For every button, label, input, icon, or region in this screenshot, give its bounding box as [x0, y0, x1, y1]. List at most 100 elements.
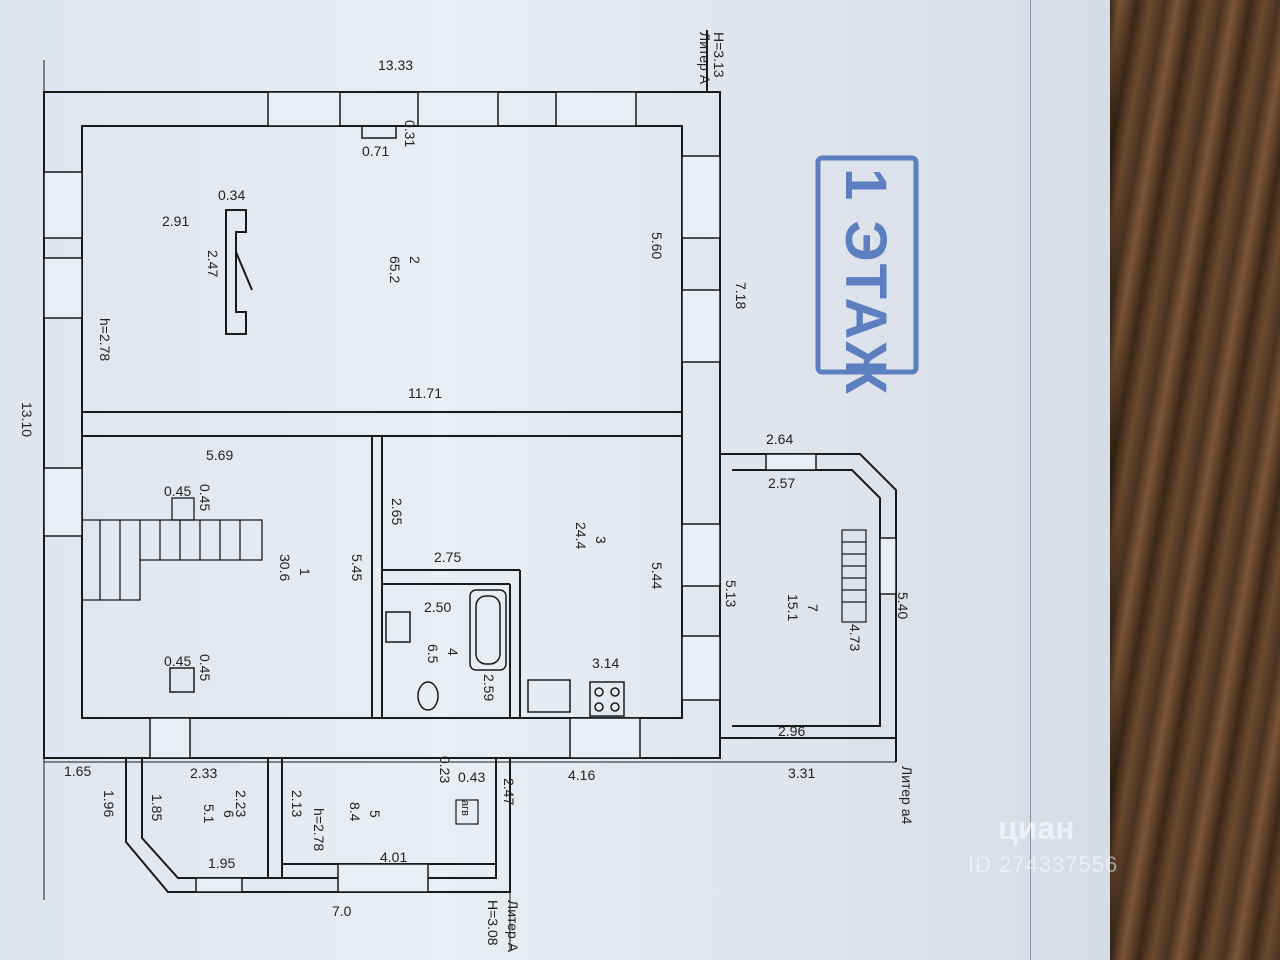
- dim-right-total: 7.18: [733, 282, 749, 309]
- svg-text:7: 7: [805, 604, 821, 612]
- room-label-2: 2 65.2: [387, 256, 423, 283]
- window: [681, 635, 721, 701]
- cian-watermark-brand: циан: [998, 810, 1075, 846]
- floor-stamp: 1 ЭТАЖ: [815, 155, 919, 396]
- window: [195, 877, 243, 893]
- stamp-text: 1 ЭТАЖ: [833, 168, 898, 396]
- svg-text:65.2: 65.2: [387, 256, 403, 283]
- dim-ext-stair: 4.73: [847, 624, 863, 651]
- window: [555, 91, 637, 127]
- dim-room4-b: 2.50: [424, 599, 451, 615]
- annex-inner-wall: [141, 758, 497, 879]
- dim-col-a1: 0.45: [164, 483, 191, 499]
- staircase: [82, 497, 263, 601]
- room-label-6: 6 5.1: [201, 804, 237, 824]
- dim-a5: 0.43: [458, 769, 485, 785]
- dim-niche-depth: 0.31: [402, 120, 418, 147]
- svg-text:8.4: 8.4: [347, 802, 363, 822]
- dim-room3-width: 2.65: [389, 498, 405, 525]
- dim-room1-width: 5.45: [349, 554, 365, 581]
- litera-a4-label: Литер а4: [899, 766, 915, 825]
- extension-outer-wall: [720, 453, 897, 739]
- window: [569, 717, 641, 759]
- dim-room2-width: 5.60: [649, 232, 665, 259]
- dim-a12: 4.01: [380, 849, 407, 865]
- window: [681, 523, 721, 587]
- fireplace: [225, 209, 253, 335]
- window: [681, 289, 721, 363]
- gas-boiler-label: агв: [459, 800, 471, 816]
- window: [43, 467, 83, 537]
- wall-niche: [361, 125, 397, 139]
- dim-ext-length: 5.13: [723, 580, 739, 607]
- dim-niche-width: 0.71: [362, 143, 389, 159]
- height-a-label: H=3.13: [711, 32, 727, 78]
- dim-room3-length: 5.44: [649, 562, 665, 589]
- room-label-4: 4 6.5: [425, 644, 461, 664]
- cian-watermark-id: ID 274337556: [968, 852, 1119, 877]
- window: [43, 257, 83, 319]
- wooden-table-background: [1080, 0, 1280, 960]
- washbasin: [385, 611, 411, 643]
- window: [43, 171, 83, 239]
- dim-a8: 2.23: [233, 790, 249, 817]
- dim-room4-a: 2.75: [434, 549, 461, 565]
- dim-col-b2: 0.45: [197, 654, 213, 681]
- dim-ext-top: 2.64: [766, 431, 793, 447]
- dim-fireplace-length: 2.47: [205, 250, 221, 277]
- bathtub: [469, 589, 507, 671]
- floor-plan-drawing: 1 ЭТАЖ Литер А H=3.13 Литер а4 Литер А H…: [19, 30, 919, 953]
- dim-room2-length: 11.71: [408, 385, 442, 401]
- window: [337, 863, 429, 893]
- svg-text:24.4: 24.4: [573, 522, 589, 549]
- dim-a4: 0.23: [437, 756, 453, 783]
- dim-a3: 4.16: [568, 767, 595, 783]
- svg-text:6: 6: [221, 810, 237, 818]
- dim-col-b1: 0.45: [164, 653, 191, 669]
- dim-a2: 2.33: [190, 765, 217, 781]
- window: [417, 91, 499, 127]
- dim-h5: h=2.78: [311, 808, 327, 851]
- dim-a7: 1.85: [149, 794, 165, 821]
- svg-text:30.6: 30.6: [277, 554, 293, 581]
- window: [149, 717, 191, 759]
- dim-col-a2: 0.45: [197, 484, 213, 511]
- dim-height-1: h=2.78: [97, 318, 113, 361]
- window: [879, 537, 897, 595]
- dim-ext-outer: 5.40: [895, 592, 911, 619]
- window: [765, 453, 817, 471]
- svg-text:6.5: 6.5: [425, 644, 441, 664]
- dim-a6: 1.96: [101, 790, 117, 817]
- svg-text:3: 3: [593, 536, 609, 544]
- svg-text:5: 5: [367, 810, 383, 818]
- stove: [589, 681, 625, 717]
- svg-text:4: 4: [445, 648, 461, 656]
- dim-a9: 2.13: [289, 790, 305, 817]
- dim-ext-total: 3.31: [788, 765, 815, 781]
- height-bottom-label: H=3.08: [485, 900, 501, 946]
- dim-ext-inner: 2.57: [768, 475, 795, 491]
- kitchen-sink: [527, 679, 571, 713]
- dim-room4-c: 2.59: [481, 674, 497, 701]
- dim-a1: 1.65: [64, 763, 91, 779]
- column: [169, 667, 195, 693]
- svg-text:15.1: 15.1: [785, 594, 801, 621]
- litera-a-label: Литер А: [697, 32, 713, 85]
- dim-a10: 2.47: [501, 778, 517, 805]
- svg-text:2: 2: [407, 256, 423, 264]
- dim-fireplace-width: 0.34: [218, 187, 245, 203]
- dim-room1-length: 5.69: [206, 447, 233, 463]
- floor-plan-sheet: 1 ЭТАЖ Литер А H=3.13 Литер а4 Литер А H…: [0, 0, 1110, 960]
- sheet-frame-line: [1030, 0, 1031, 960]
- dim-a13: 7.0: [332, 903, 352, 919]
- extension-staircase: [841, 529, 867, 623]
- window: [681, 155, 721, 239]
- gas-boiler: [455, 799, 479, 825]
- room-label-1: 1 30.6: [277, 554, 313, 581]
- window: [267, 91, 341, 127]
- room-label-5: 5 8.4: [347, 802, 383, 822]
- dim-a11: 1.95: [208, 855, 235, 871]
- dim-left-total: 13.10: [19, 402, 35, 437]
- litera-bottom-label: Литер А: [505, 900, 521, 953]
- toilet: [417, 681, 439, 711]
